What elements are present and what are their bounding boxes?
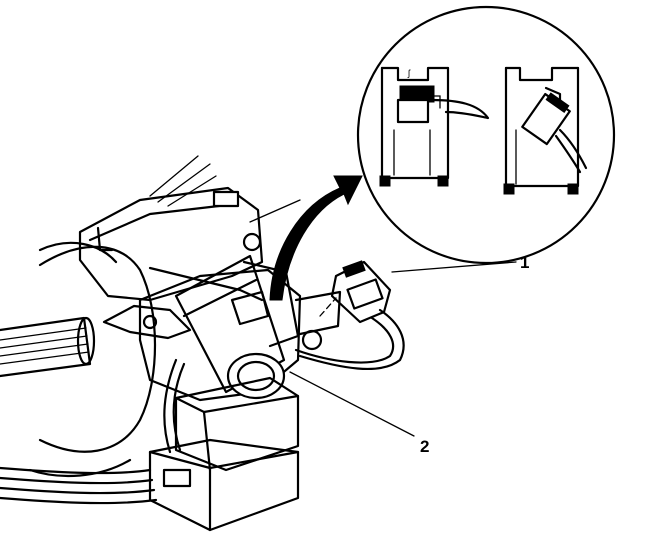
splined-shaft	[0, 316, 96, 378]
lock-cylinder-housing	[174, 254, 286, 400]
detail-pointer-arrow	[269, 175, 363, 301]
svg-text:ʃ: ʃ	[407, 68, 411, 78]
callout-2-leader	[289, 371, 415, 437]
detail-connector-removed	[503, 66, 588, 195]
wiring-harness	[0, 358, 186, 505]
callout-2-label: 2	[420, 437, 429, 456]
detail-inset: ʃ	[356, 5, 616, 265]
lower-mounting-block	[148, 376, 300, 532]
callout-1-label: 1	[520, 253, 529, 272]
callout-1-leader	[391, 261, 517, 273]
steering-column-assembly	[0, 155, 517, 532]
detail-connector-installed: ʃ	[379, 66, 490, 187]
ignition-switch-connector	[294, 260, 405, 370]
